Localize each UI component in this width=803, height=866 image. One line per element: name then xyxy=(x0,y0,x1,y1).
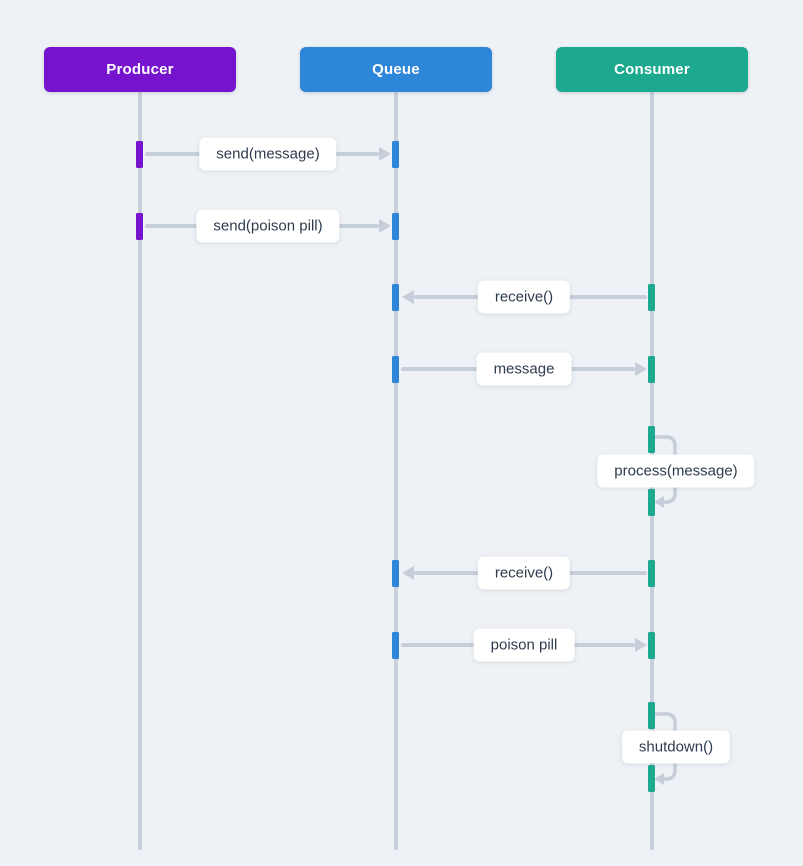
arrowhead-left-icon xyxy=(402,566,414,580)
message-label-send-poison-pill: send(poison pill) xyxy=(196,209,340,243)
message-label-receive-2: receive() xyxy=(477,556,571,590)
arrowhead-right-icon xyxy=(379,219,391,233)
lifeline-queue xyxy=(394,92,398,850)
message-label-receive-1: receive() xyxy=(477,280,571,314)
activation-consumer xyxy=(648,765,655,792)
activation-producer xyxy=(136,213,143,240)
activation-queue xyxy=(392,632,399,659)
actor-producer-label: Producer xyxy=(106,61,174,78)
message-label-poison-pill: poison pill xyxy=(473,628,575,662)
activation-consumer xyxy=(648,702,655,729)
lifeline-producer xyxy=(138,92,142,850)
arrowhead-right-icon xyxy=(379,147,391,161)
activation-consumer xyxy=(648,356,655,383)
actor-producer: Producer xyxy=(44,47,236,92)
activation-queue xyxy=(392,141,399,168)
message-label-send-message: send(message) xyxy=(199,137,337,171)
actor-consumer-label: Consumer xyxy=(614,61,690,78)
actor-consumer: Consumer xyxy=(556,47,748,92)
activation-queue xyxy=(392,560,399,587)
message-label-shutdown: shutdown() xyxy=(621,730,731,764)
arrowhead-right-icon xyxy=(635,362,647,376)
activation-consumer xyxy=(648,284,655,311)
activation-consumer xyxy=(648,560,655,587)
activation-queue xyxy=(392,356,399,383)
activation-producer xyxy=(136,141,143,168)
actor-queue: Queue xyxy=(300,47,492,92)
activation-queue xyxy=(392,213,399,240)
activation-queue xyxy=(392,284,399,311)
arrowhead-right-icon xyxy=(635,638,647,652)
activation-consumer xyxy=(648,489,655,516)
activation-consumer xyxy=(648,426,655,453)
actor-queue-label: Queue xyxy=(372,61,420,78)
arrowhead-left-icon xyxy=(402,290,414,304)
message-label-message: message xyxy=(476,352,572,386)
message-label-process-message: process(message) xyxy=(597,454,755,488)
activation-consumer xyxy=(648,632,655,659)
